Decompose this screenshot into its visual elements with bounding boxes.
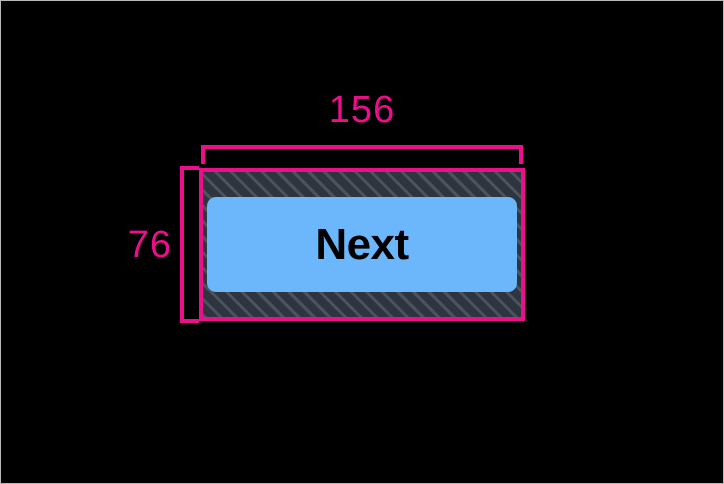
height-dimension-annotation: 76: [128, 166, 200, 323]
height-dimension-label: 76: [127, 223, 172, 266]
width-dimension-annotation: 156: [201, 91, 523, 165]
next-button[interactable]: Next: [207, 197, 517, 292]
width-dimension-bracket: [201, 145, 523, 164]
measured-element-highlight: Next: [199, 168, 525, 321]
height-dimension-bracket: [180, 166, 199, 323]
width-dimension-label: 156: [328, 89, 396, 131]
